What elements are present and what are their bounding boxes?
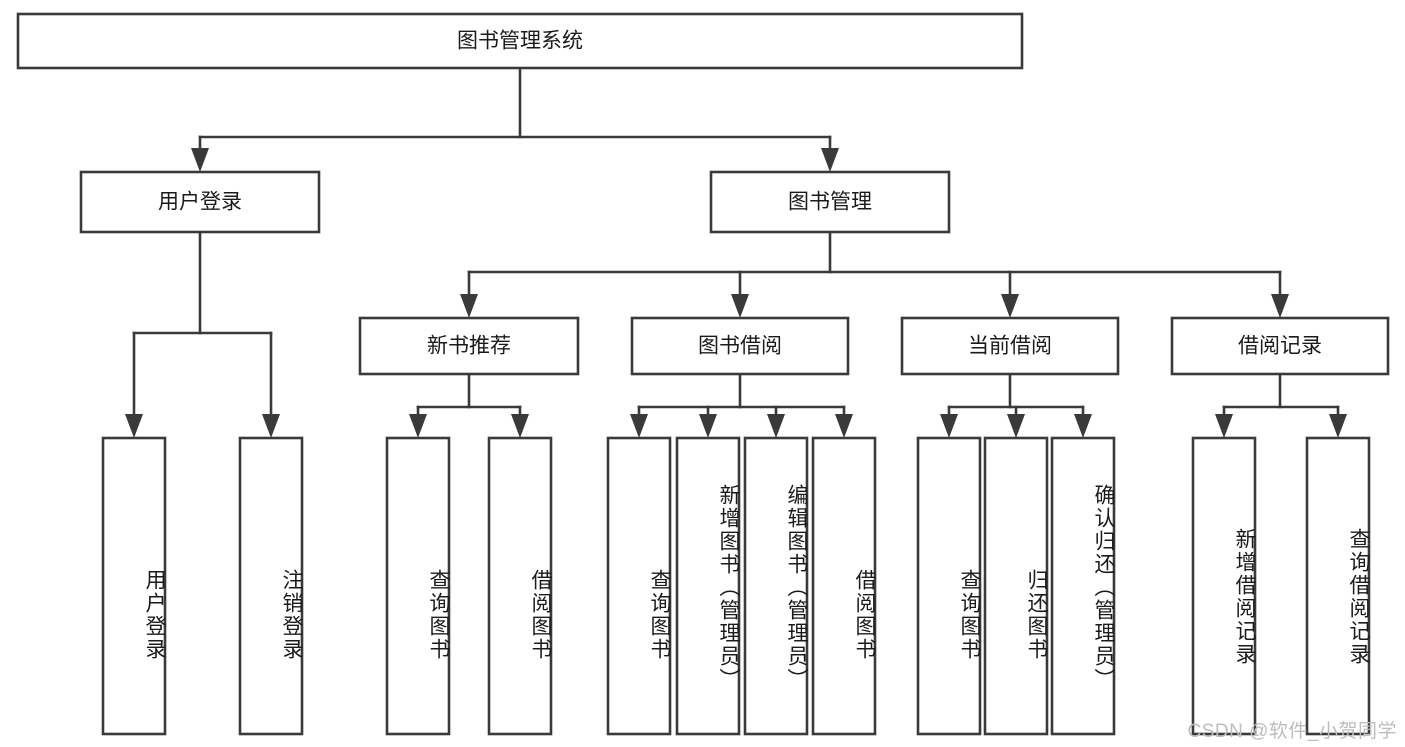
arrow-head-new-book-recommend	[460, 294, 478, 318]
arrow-head-leaf-edit-book	[767, 414, 785, 438]
arrow-head-leaf-user-login	[125, 414, 143, 438]
node-box-leaf-query-book-1[interactable]	[385, 436, 451, 736]
watermark-text: CSDN @软件_小贺同学	[1187, 721, 1397, 742]
node-box-leaf-borrow-book-2[interactable]	[811, 436, 877, 736]
arrow-head-leaf-query-book-3	[940, 414, 958, 438]
node-box-leaf-query-record[interactable]	[1305, 436, 1371, 736]
arrow-head-leaf-add-record	[1215, 414, 1233, 438]
connector-layer	[125, 67, 1347, 438]
node-box-borrow-record[interactable]	[1170, 316, 1390, 376]
node-box-leaf-return-book[interactable]	[983, 436, 1049, 736]
node-box-current-borrow[interactable]	[900, 316, 1120, 376]
node-box-leaf-edit-book[interactable]	[743, 436, 809, 736]
node-box-leaf-add-book[interactable]	[675, 436, 741, 736]
node-box-leaf-user-logout[interactable]	[238, 436, 304, 736]
node-label-book-management: 图书管理	[788, 191, 872, 214]
node-box-book-borrow[interactable]	[630, 316, 850, 376]
arrow-head-user-login	[191, 148, 209, 172]
node-box-leaf-borrow-book-1[interactable]	[487, 436, 553, 736]
node-label-borrow-record: 借阅记录	[1238, 335, 1322, 358]
arrow-head-leaf-query-record	[1329, 414, 1347, 438]
arrow-head-leaf-add-book	[699, 414, 717, 438]
arrow-head-current-borrow	[1001, 294, 1019, 318]
node-box-leaf-user-login[interactable]	[101, 436, 167, 736]
node-box-book-management[interactable]	[709, 170, 951, 234]
arrow-head-leaf-query-book-2	[630, 414, 648, 438]
node-label-book-borrow: 图书借阅	[698, 335, 782, 358]
node-layer: 图书管理系统 用户登录 图书管理 新书推荐 图书借阅 当前借阅 借阅记录	[16, 12, 1390, 736]
arrow-head-leaf-borrow-book-1	[511, 414, 529, 438]
arrow-head-borrow-record	[1271, 294, 1289, 318]
arrow-head-leaf-borrow-book-2	[835, 414, 853, 438]
arrow-head-leaf-user-logout	[262, 414, 280, 438]
node-box-new-book-recommend[interactable]	[358, 316, 580, 376]
node-box-root[interactable]	[16, 12, 1024, 70]
arrow-head-leaf-confirm-return	[1074, 414, 1092, 438]
node-label-user-login: 用户登录	[158, 191, 242, 214]
node-box-leaf-query-book-2[interactable]	[606, 436, 672, 736]
arrow-head-leaf-query-book-1	[409, 414, 427, 438]
node-box-user-login[interactable]	[79, 170, 321, 234]
node-box-leaf-query-book-3[interactable]	[916, 436, 982, 736]
node-label-new-book-recommend: 新书推荐	[427, 335, 511, 358]
node-box-leaf-confirm-return[interactable]	[1050, 436, 1116, 736]
node-box-leaf-add-record[interactable]	[1191, 436, 1257, 736]
arrow-head-book-borrow	[731, 294, 749, 318]
node-label-root: 图书管理系统	[457, 30, 583, 53]
arrow-head-book-management	[821, 148, 839, 172]
arrow-head-leaf-return-book	[1007, 414, 1025, 438]
node-label-current-borrow: 当前借阅	[968, 335, 1052, 358]
